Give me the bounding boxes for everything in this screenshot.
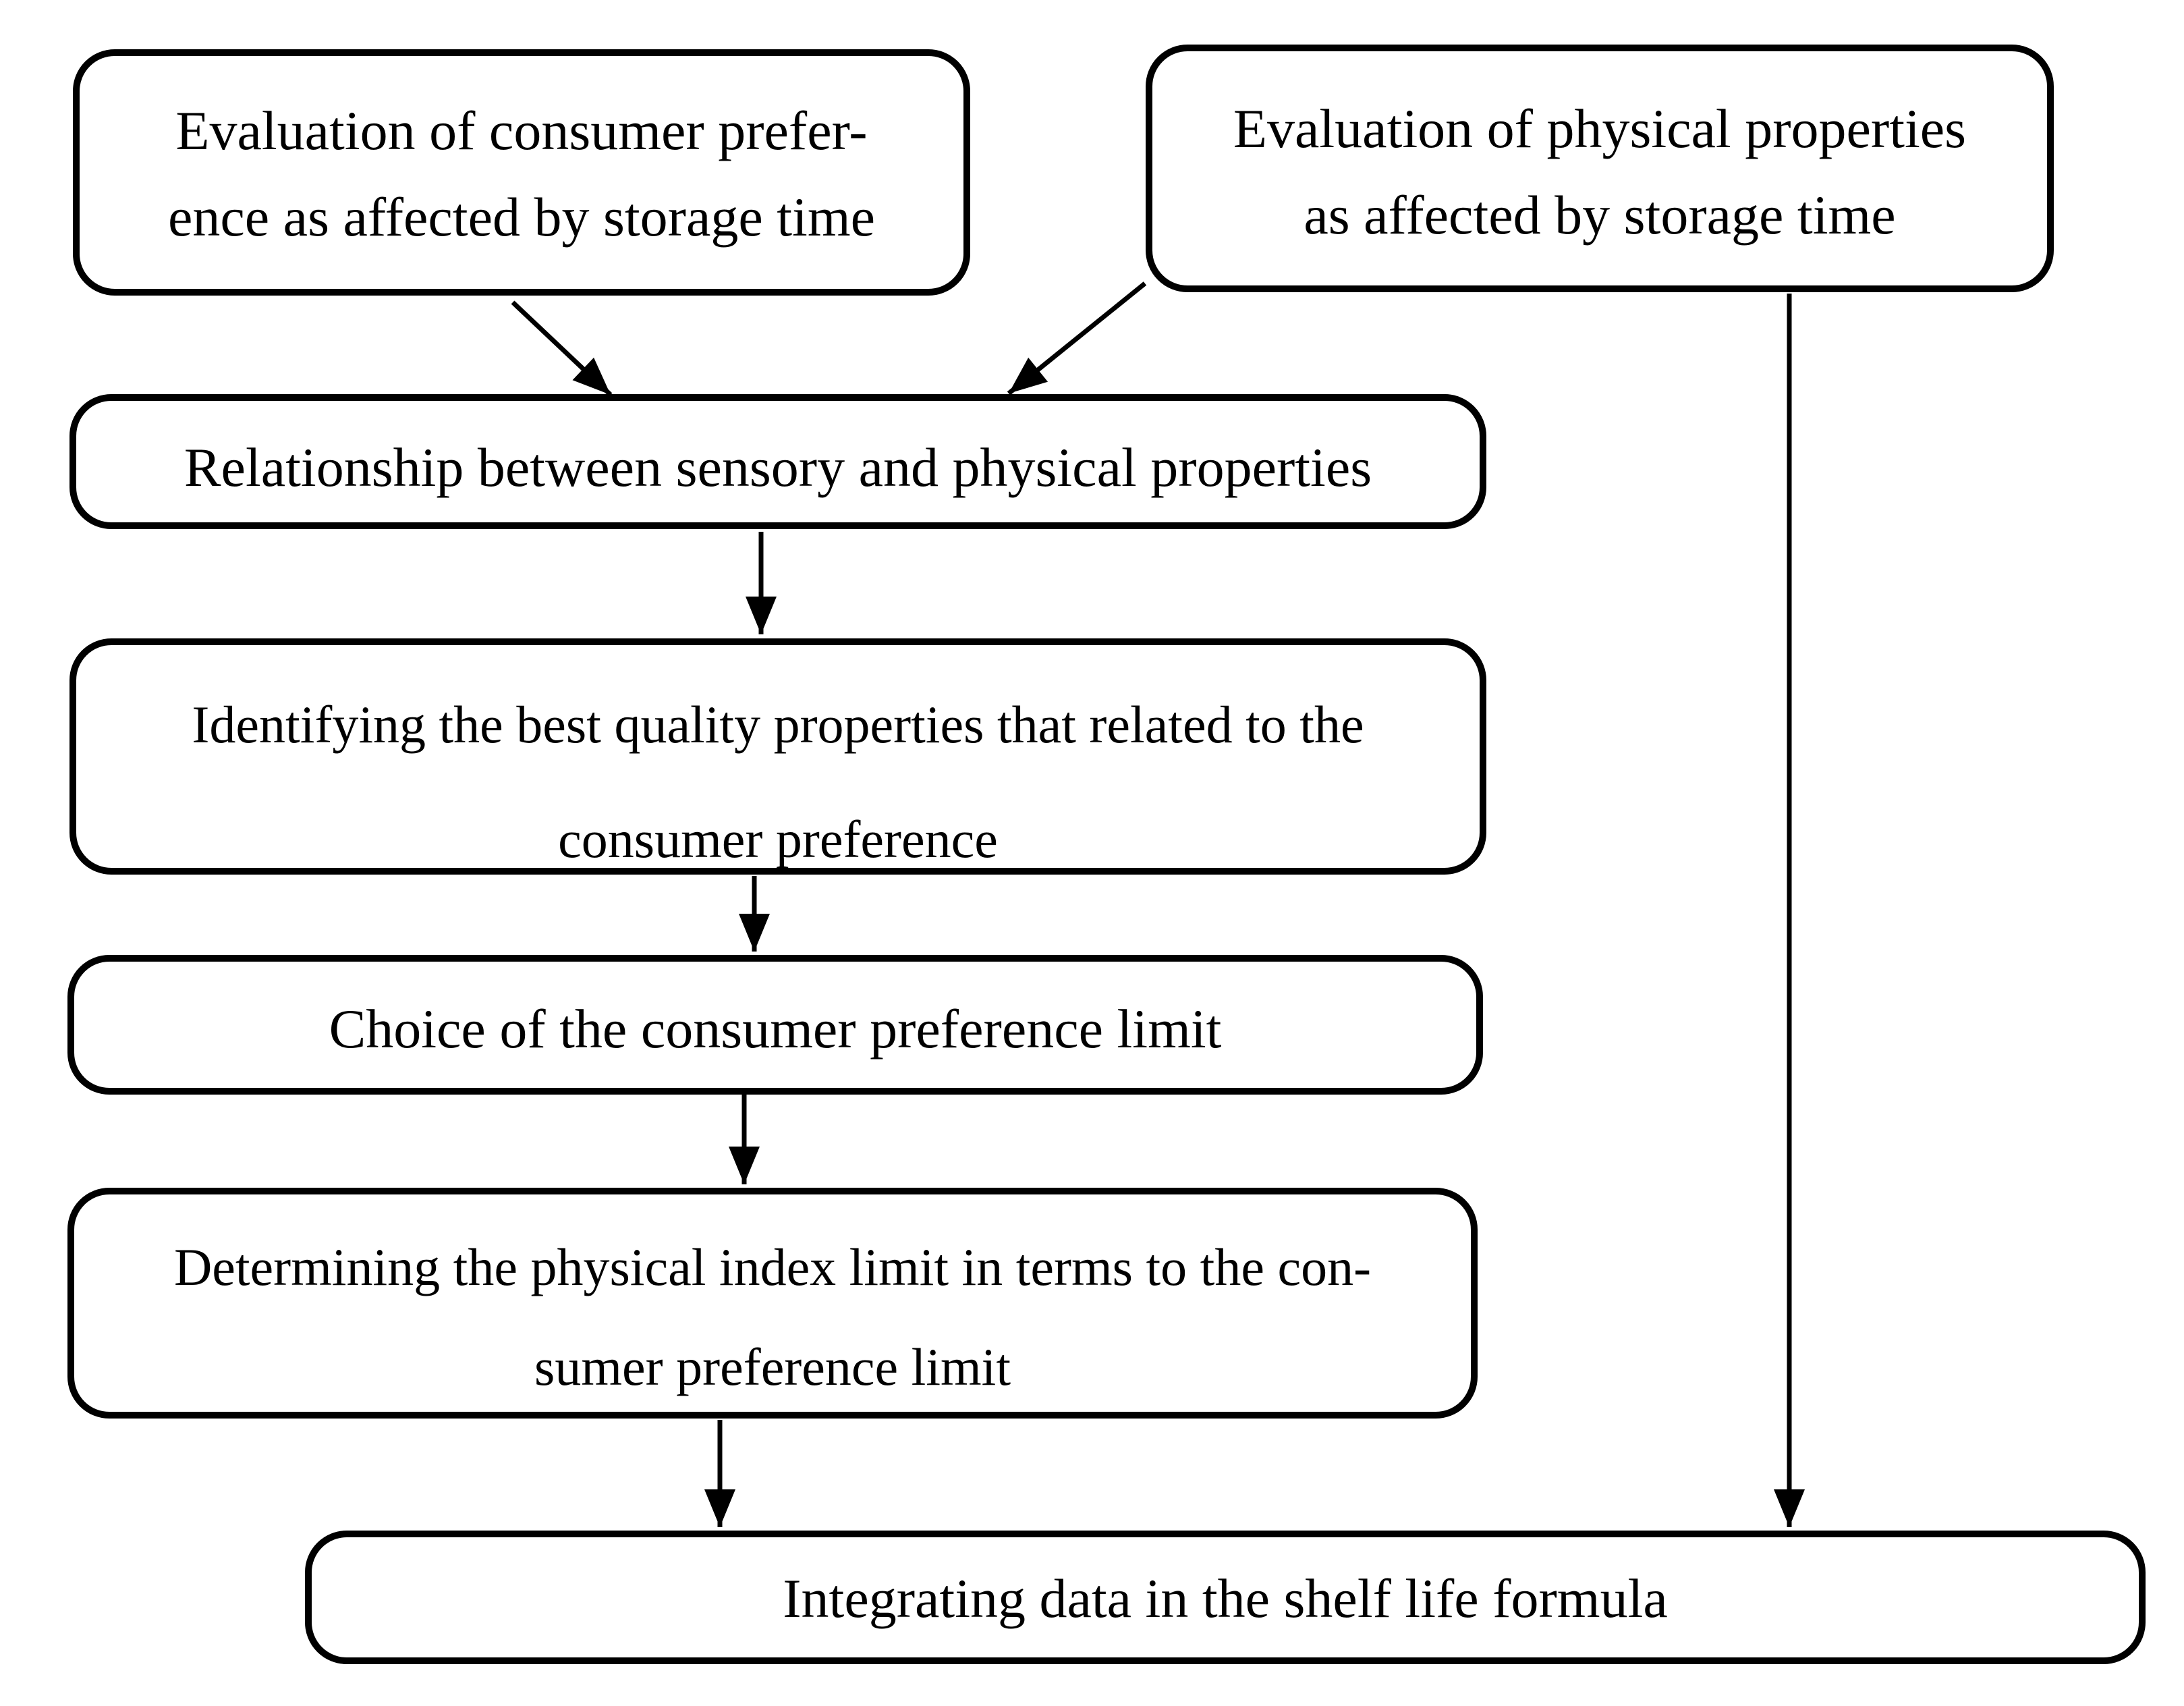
node-line: Evaluation of physical properties: [1233, 98, 1967, 159]
node-line: Identifying the best quality properties …: [192, 695, 1364, 754]
node-line: ence as affected by storage time: [167, 186, 876, 248]
node-line: as affected by storage time: [1304, 184, 1896, 246]
node-line: consumer preference: [558, 810, 998, 869]
node-line: Relationship between sensory and physica…: [184, 437, 1372, 498]
node-physical-properties-evaluation: Evaluation of physical properties as aff…: [1146, 45, 2054, 292]
node-consumer-preference-limit-choice: Choice of the consumer preference limit: [67, 955, 1483, 1095]
arrow-physical-eval-to-relationship: [1007, 281, 1147, 395]
node-line: Determining the physical index limit in …: [173, 1238, 1372, 1296]
node-consumer-preference-evaluation: Evaluation of consumer prefer- ence as a…: [73, 49, 970, 296]
node-line: sumer preference limit: [534, 1338, 1011, 1396]
node-shelf-life-integration: Integrating data in the shelf life formu…: [305, 1531, 2146, 1664]
node-line: Choice of the consumer preference limit: [329, 997, 1222, 1060]
node-line: Evaluation of consumer prefer-: [175, 100, 868, 161]
node-physical-index-limit: Determining the physical index limit in …: [67, 1188, 1478, 1419]
node-identify-quality-properties: Identifying the best quality properties …: [69, 638, 1486, 875]
arrow-consumer-eval-to-relationship: [511, 300, 613, 397]
node-sensory-physical-relationship: Relationship between sensory and physica…: [69, 394, 1486, 529]
node-line: Integrating data in the shelf life formu…: [783, 1568, 1668, 1629]
